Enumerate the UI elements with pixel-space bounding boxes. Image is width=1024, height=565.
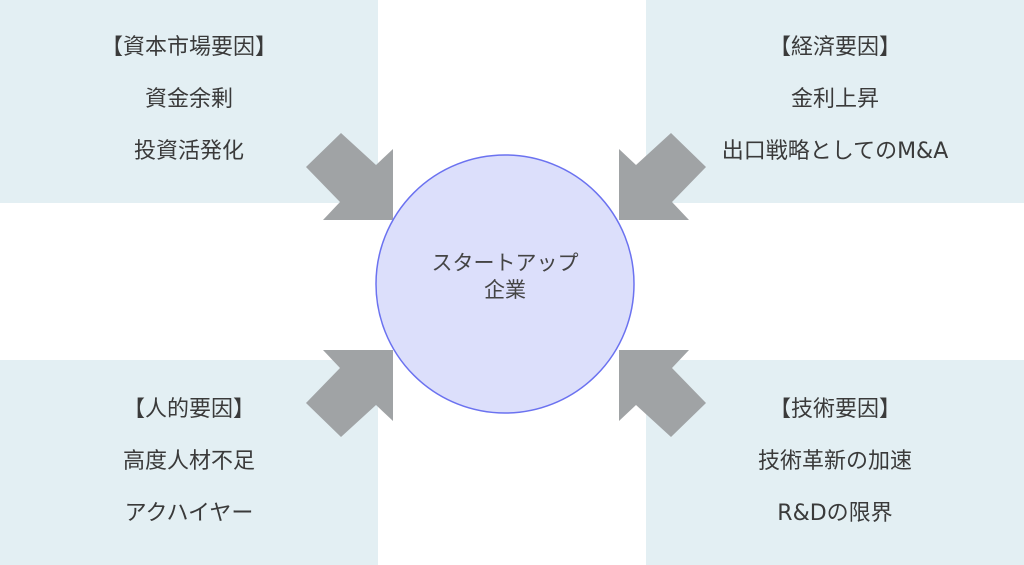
factor-title: 【資本市場要因】: [100, 35, 277, 60]
factor-item: 資金余剰: [144, 87, 233, 112]
factor-item: 出口戦略としてのM&A: [721, 139, 949, 164]
arrow-bottom-right: [619, 350, 706, 437]
factor-item: R&Dの限界: [777, 501, 893, 526]
factor-item: 投資活発化: [133, 139, 244, 164]
economic-factor-panel: 【経済要因】 金利上昇 出口戦略としてのM&A: [646, 0, 1024, 203]
center-label-line1: スタートアップ: [431, 251, 579, 275]
factor-item: アクハイヤー: [124, 501, 254, 526]
factor-title: 【技術要因】: [768, 397, 901, 422]
factor-item: 技術革新の加速: [757, 449, 912, 474]
factor-title: 【人的要因】: [122, 397, 255, 422]
factor-item: 高度人材不足: [122, 449, 255, 474]
center-label: スタートアップ 企業: [376, 250, 634, 304]
arrow-top-left: [306, 133, 393, 220]
arrow-bottom-left: [306, 350, 393, 437]
capital-market-factor-panel: 【資本市場要因】 資金余剰 投資活発化: [0, 0, 378, 203]
center-label-line2: 企業: [484, 278, 526, 302]
technology-factor-panel: 【技術要因】 技術革新の加速 R&Dの限界: [646, 360, 1024, 565]
factor-title: 【経済要因】: [768, 35, 901, 60]
startup-circle: [375, 154, 635, 414]
arrow-top-right: [619, 133, 706, 220]
factor-item: 金利上昇: [790, 87, 879, 112]
